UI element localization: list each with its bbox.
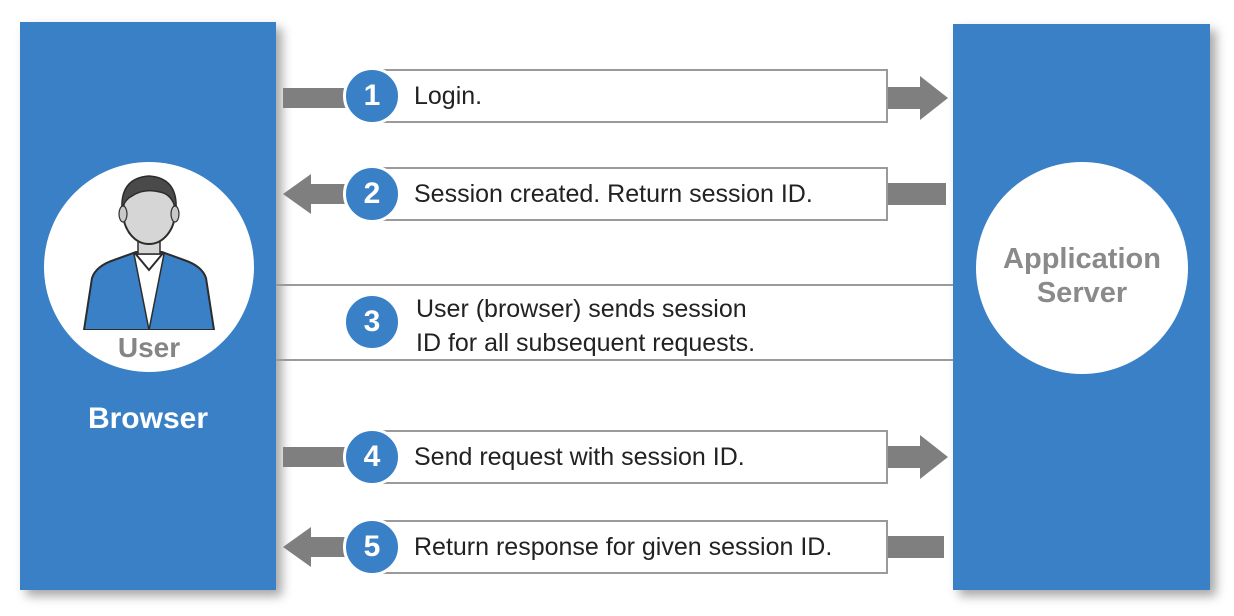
arrow-5-shaft	[309, 537, 349, 557]
step-2-text: Session created. Return session ID.	[414, 179, 813, 208]
step-3-badge: 3	[343, 293, 401, 351]
arrow-5-head-icon	[283, 527, 311, 567]
arrow-2-shaft	[309, 184, 349, 204]
arrow-4-shaft	[886, 446, 922, 468]
server-label-line1: Application	[1003, 243, 1161, 275]
user-label: User	[117, 332, 181, 363]
application-server-panel: Application Server	[953, 24, 1210, 590]
arrow-4-tail	[283, 447, 349, 467]
arrow-1-head-icon	[920, 76, 948, 120]
step-1-text: Login.	[414, 81, 483, 110]
step-1-message: Login.	[366, 69, 888, 123]
step-4-message: Send request with session ID.	[366, 430, 888, 484]
step-5-text: Return response for given session ID.	[414, 532, 833, 561]
browser-label: Browser	[87, 402, 209, 435]
step-3-bottom-line	[276, 359, 953, 361]
user-circle: User	[44, 162, 254, 372]
step-3-top-line	[276, 284, 953, 286]
step-2-badge: 2	[343, 165, 401, 223]
step-3-text-line1: User (browser) sends session	[416, 295, 747, 323]
step-4-badge: 4	[343, 428, 401, 486]
server-label: Application Server	[976, 242, 1188, 310]
step-2-message: Session created. Return session ID.	[366, 167, 888, 221]
step-1-badge: 1	[343, 67, 401, 125]
arrow-5-tail	[886, 536, 944, 558]
arrow-2-head-icon	[283, 174, 311, 214]
user-avatar-icon	[82, 175, 216, 330]
server-label-line2: Server	[1036, 277, 1128, 309]
arrow-4-head-icon	[920, 435, 948, 479]
arrow-2-tail	[886, 183, 946, 205]
step-3-text-line2: ID for all subsequent requests.	[416, 329, 756, 357]
step-4-text: Send request with session ID.	[414, 442, 745, 471]
step-5-badge: 5	[343, 518, 401, 576]
step-5-message: Return response for given session ID.	[366, 520, 888, 574]
server-circle: Application Server	[976, 162, 1188, 374]
arrow-1-tail	[283, 88, 349, 108]
browser-panel: User Browser	[20, 22, 276, 590]
step-3-message: User (browser) sends session ID for all …	[416, 292, 936, 360]
arrow-1-shaft	[886, 87, 922, 109]
